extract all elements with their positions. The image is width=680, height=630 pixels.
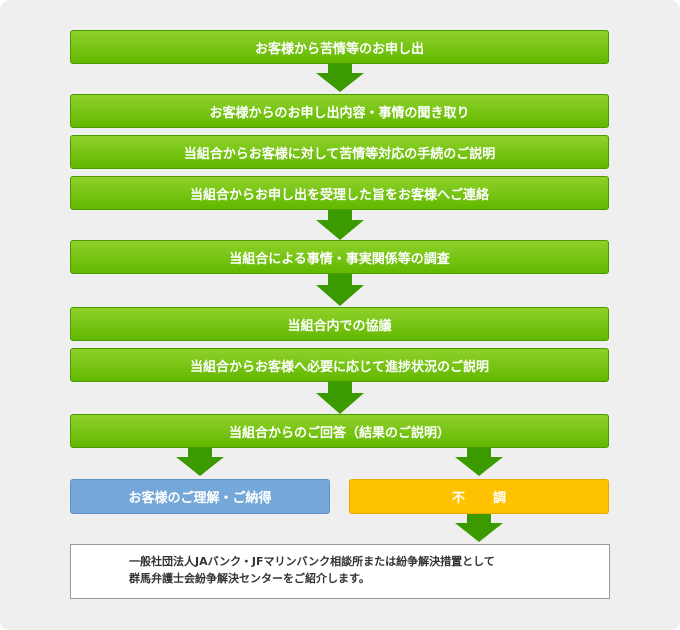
arrow-down-icon	[316, 382, 364, 414]
step-answer: 当組合からのご回答（結果のご説明）	[70, 414, 609, 448]
step-progress-explanation-label: 当組合からお客様へ必要に応じて進捗状況のご説明	[189, 359, 489, 375]
step-internal-discussion-label: 当組合内での協議	[287, 318, 392, 334]
step-investigation: 当組合による事情・事実関係等の調査	[70, 240, 609, 274]
outcome-unresolved: 不調	[349, 479, 609, 514]
step-hearing: お客様からのお申し出内容・事情の聞き取り	[70, 94, 609, 128]
step-answer-label: 当組合からのご回答（結果のご説明）	[228, 425, 450, 441]
arrow-down-icon	[455, 448, 503, 476]
step-internal-discussion: 当組合内での協議	[70, 307, 609, 341]
step-complaint-received: お客様から苦情等のお申し出	[70, 30, 609, 64]
step-procedure-explanation-label: 当組合からお客様に対して苦情等対応の手続のご説明	[183, 146, 496, 162]
note-line-2: 群馬弁護士会紛争解決センターをご紹介します。	[129, 572, 370, 585]
step-progress-explanation: 当組合からお客様へ必要に応じて進捗状況のご説明	[70, 348, 609, 382]
arrow-down-icon	[316, 64, 364, 92]
outcome-unresolved-label: 不調	[451, 491, 534, 506]
note-line-1: 一般社団法人JAバンク・JFマリンバンク相談所または紛争解決措置として	[129, 555, 495, 568]
step-hearing-label: お客様からのお申し出内容・事情の聞き取り	[209, 105, 470, 121]
arrow-down-icon	[176, 448, 224, 476]
dispute-resolution-note: 一般社団法人JAバンク・JFマリンバンク相談所または紛争解決措置として 群馬弁護…	[70, 544, 610, 599]
step-receipt-notice: 当組合からお申し出を受理した旨をお客様へご連絡	[70, 176, 609, 210]
outcome-understanding: お客様のご理解・ご納得	[70, 479, 330, 514]
arrow-down-icon	[455, 514, 503, 542]
step-procedure-explanation: 当組合からお客様に対して苦情等対応の手続のご説明	[70, 135, 609, 169]
arrow-down-icon	[316, 210, 364, 240]
step-complaint-received-label: お客様から苦情等のお申し出	[254, 41, 424, 57]
step-receipt-notice-label: 当組合からお申し出を受理した旨をお客様へご連絡	[189, 187, 489, 203]
outcome-understanding-label: お客様のご理解・ご納得	[128, 491, 272, 506]
arrow-down-icon	[316, 274, 364, 306]
step-investigation-label: 当組合による事情・事実関係等の調査	[229, 251, 450, 267]
